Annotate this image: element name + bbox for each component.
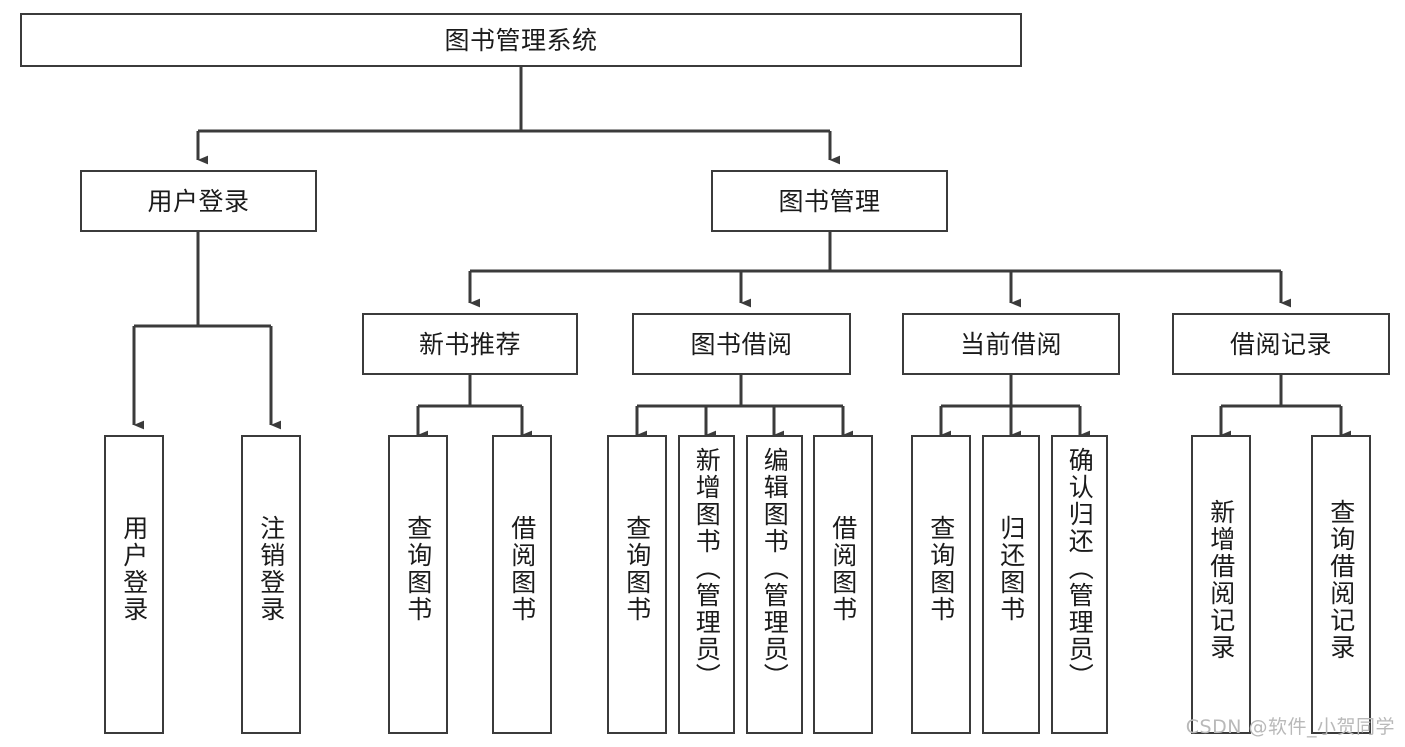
node-label: 用户登录 <box>147 186 250 216</box>
leaf-borrow-book-recommend[interactable]: 借阅图书 <box>492 435 552 734</box>
node-label: 新书推荐 <box>418 329 521 359</box>
node-label: 图书管理 <box>778 186 881 216</box>
node-new-book-recommend[interactable]: 新书推荐 <box>362 313 578 375</box>
leaf-user-login[interactable]: 用户登录 <box>104 435 164 734</box>
node-label: 新增借阅记录 <box>1206 499 1236 661</box>
node-label: 查询图书 <box>403 515 433 623</box>
node-label: 图书管理系统 <box>444 25 598 55</box>
leaf-query-book-recommend[interactable]: 查询图书 <box>388 435 448 734</box>
node-label: 查询图书 <box>926 515 956 623</box>
node-label: 图书借阅 <box>690 329 793 359</box>
leaf-edit-book-admin[interactable]: 编辑图书（管理员） <box>746 435 803 734</box>
node-current-borrow[interactable]: 当前借阅 <box>902 313 1120 375</box>
leaf-borrow-book-borrow[interactable]: 借阅图书 <box>813 435 873 734</box>
node-label: 借阅图书 <box>828 515 858 623</box>
leaf-query-borrow-record[interactable]: 查询借阅记录 <box>1311 435 1371 734</box>
leaf-add-book-admin[interactable]: 新增图书（管理员） <box>678 435 735 734</box>
node-label: 借阅图书 <box>507 515 537 623</box>
leaf-add-borrow-record[interactable]: 新增借阅记录 <box>1191 435 1251 734</box>
node-label: 查询借阅记录 <box>1326 499 1356 661</box>
node-label: 新增图书（管理员） <box>692 447 722 690</box>
node-borrow-record[interactable]: 借阅记录 <box>1172 313 1390 375</box>
leaf-logout-login[interactable]: 注销登录 <box>241 435 301 734</box>
node-root-system[interactable]: 图书管理系统 <box>20 13 1022 67</box>
node-book-manage[interactable]: 图书管理 <box>711 170 948 232</box>
node-book-borrow[interactable]: 图书借阅 <box>632 313 851 375</box>
leaf-confirm-return-admin[interactable]: 确认归还（管理员） <box>1051 435 1108 734</box>
node-label: 编辑图书（管理员） <box>760 447 790 690</box>
csdn-watermark: CSDN @软件_小贺同学 <box>1185 716 1395 738</box>
node-label: 当前借阅 <box>959 329 1062 359</box>
node-label: 注销登录 <box>256 515 286 623</box>
leaf-query-book-current[interactable]: 查询图书 <box>911 435 971 734</box>
leaf-return-book[interactable]: 归还图书 <box>982 435 1040 734</box>
node-label: 查询图书 <box>622 515 652 623</box>
node-user-login[interactable]: 用户登录 <box>80 170 317 232</box>
node-label: 借阅记录 <box>1229 329 1332 359</box>
node-label: 用户登录 <box>119 515 149 623</box>
node-label: 确认归还（管理员） <box>1065 447 1095 690</box>
node-label: 归还图书 <box>996 515 1026 623</box>
leaf-query-book-borrow[interactable]: 查询图书 <box>607 435 667 734</box>
